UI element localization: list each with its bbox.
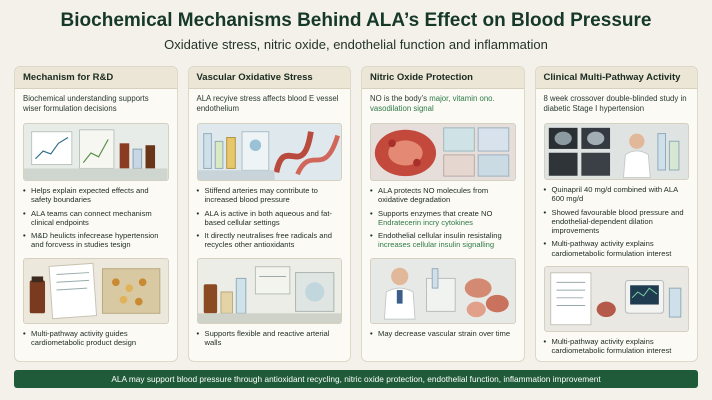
bullet-item: Supports flexible and reactive arterial … bbox=[197, 329, 343, 348]
page-title: Biochemical Mechanisms Behind ALA’s Effe… bbox=[60, 10, 652, 31]
bullet-item: Helps explain expected effects and safet… bbox=[23, 186, 169, 205]
bullet-item: Multi-pathway activity explains cardiome… bbox=[544, 337, 690, 356]
intro-text-highlight: major, vitamin ono. vasodilation signal bbox=[370, 94, 495, 113]
doctor-lab-illustration bbox=[370, 257, 516, 324]
bullet-text-highlight: increases cellular insulin signalling bbox=[378, 240, 495, 250]
column-vascular-oxidative-stress: Vascular Oxidative Stress ALA recyive st… bbox=[187, 66, 351, 362]
clinical-imaging-illustration bbox=[543, 122, 689, 181]
column-heading: Clinical Multi-Pathway Activity bbox=[535, 67, 697, 89]
intro-text: NO is the body’s bbox=[370, 94, 430, 103]
bullet-item: Quinapril 40 mg/d combined with ALA 600 … bbox=[544, 185, 690, 204]
bullet-list: Stiffend arteries may contribute to incr… bbox=[189, 183, 351, 256]
column-intro: 8 week crossover double-blinded study in… bbox=[543, 93, 687, 113]
bullet-item: Supports enzymes that create NO Endratec… bbox=[370, 209, 516, 228]
page-subtitle: Oxidative stress, nitric oxide, endothel… bbox=[164, 37, 548, 52]
column-intro: Biochemical understanding supports wiser… bbox=[23, 94, 149, 113]
bullet-item: ALA is active in both aqueous and fat-ba… bbox=[197, 209, 343, 228]
column-intro: NO is the body’s major, vitamin ono. vas… bbox=[362, 89, 524, 121]
bullet-list: ALA protects NO molecules from oxidative… bbox=[362, 183, 524, 256]
bullet-text-highlight: Endratecerin incry cytokines bbox=[378, 217, 473, 227]
bullet-list-bottom: Multi-pathway activity explains cardiome… bbox=[536, 334, 698, 362]
lab-vessel-illustration bbox=[196, 123, 342, 181]
column-heading: Mechanism for R&D bbox=[15, 67, 177, 89]
column-clinical-multi-pathway: Clinical Multi-Pathway Activity 8 week c… bbox=[534, 66, 698, 362]
column-rnd-mechanism: Mechanism for R&D Biochemical understand… bbox=[14, 66, 178, 362]
columns-container: Mechanism for R&D Biochemical understand… bbox=[14, 66, 698, 362]
bullet-list-bottom: Multi-pathway activity guides cardiometa… bbox=[15, 326, 177, 354]
bullet-item: ALA protects NO molecules from oxidative… bbox=[370, 186, 516, 205]
bullet-list-bottom: Supports flexible and reactive arterial … bbox=[189, 326, 351, 354]
blood-vessel-illustration bbox=[370, 123, 516, 181]
bullet-text: Supports enzymes that create NO bbox=[378, 208, 493, 218]
bullet-item: Showed favourable blood pressure and end… bbox=[544, 208, 690, 236]
bullet-item: Stiffend arteries may contribute to incr… bbox=[197, 186, 343, 205]
documents-supplements-illustration bbox=[23, 257, 169, 324]
footer-summary-bar: ALA may support blood pressure through a… bbox=[14, 370, 698, 388]
lab-analysis-illustration bbox=[23, 123, 169, 181]
bullet-item: May decrease vascular strain over time bbox=[370, 329, 516, 339]
clinical-report-monitor-illustration bbox=[543, 265, 689, 332]
bullet-item: It directly neutralises free radicals an… bbox=[197, 231, 343, 250]
bullet-list: Helps explain expected effects and safet… bbox=[15, 183, 177, 256]
bullet-item: Multi-pathway activity explains cardiome… bbox=[544, 239, 690, 258]
lab-glassware-illustration bbox=[196, 257, 342, 324]
column-heading: Nitric Oxide Protection bbox=[362, 67, 524, 89]
column-intro: ALA recyive stress affects blood E vesse… bbox=[196, 94, 339, 113]
bullet-item: M&D heulicts infecrease hypertension and… bbox=[23, 231, 169, 250]
bullet-text: Endothelial cellular insulin resistaling bbox=[378, 231, 502, 240]
bullet-item: ALA teams can connect mechanism clinical… bbox=[23, 209, 169, 228]
bullet-item: Endothelial cellular insulin resistaling… bbox=[370, 231, 516, 250]
column-nitric-oxide-protection: Nitric Oxide Protection NO is the body’s… bbox=[361, 66, 525, 362]
column-heading: Vascular Oxidative Stress bbox=[188, 67, 350, 89]
bullet-list: Quinapril 40 mg/d combined with ALA 600 … bbox=[536, 182, 698, 264]
bullet-list-bottom: May decrease vascular strain over time bbox=[362, 326, 524, 344]
bullet-item: Multi-pathway activity guides cardiometa… bbox=[23, 329, 169, 348]
